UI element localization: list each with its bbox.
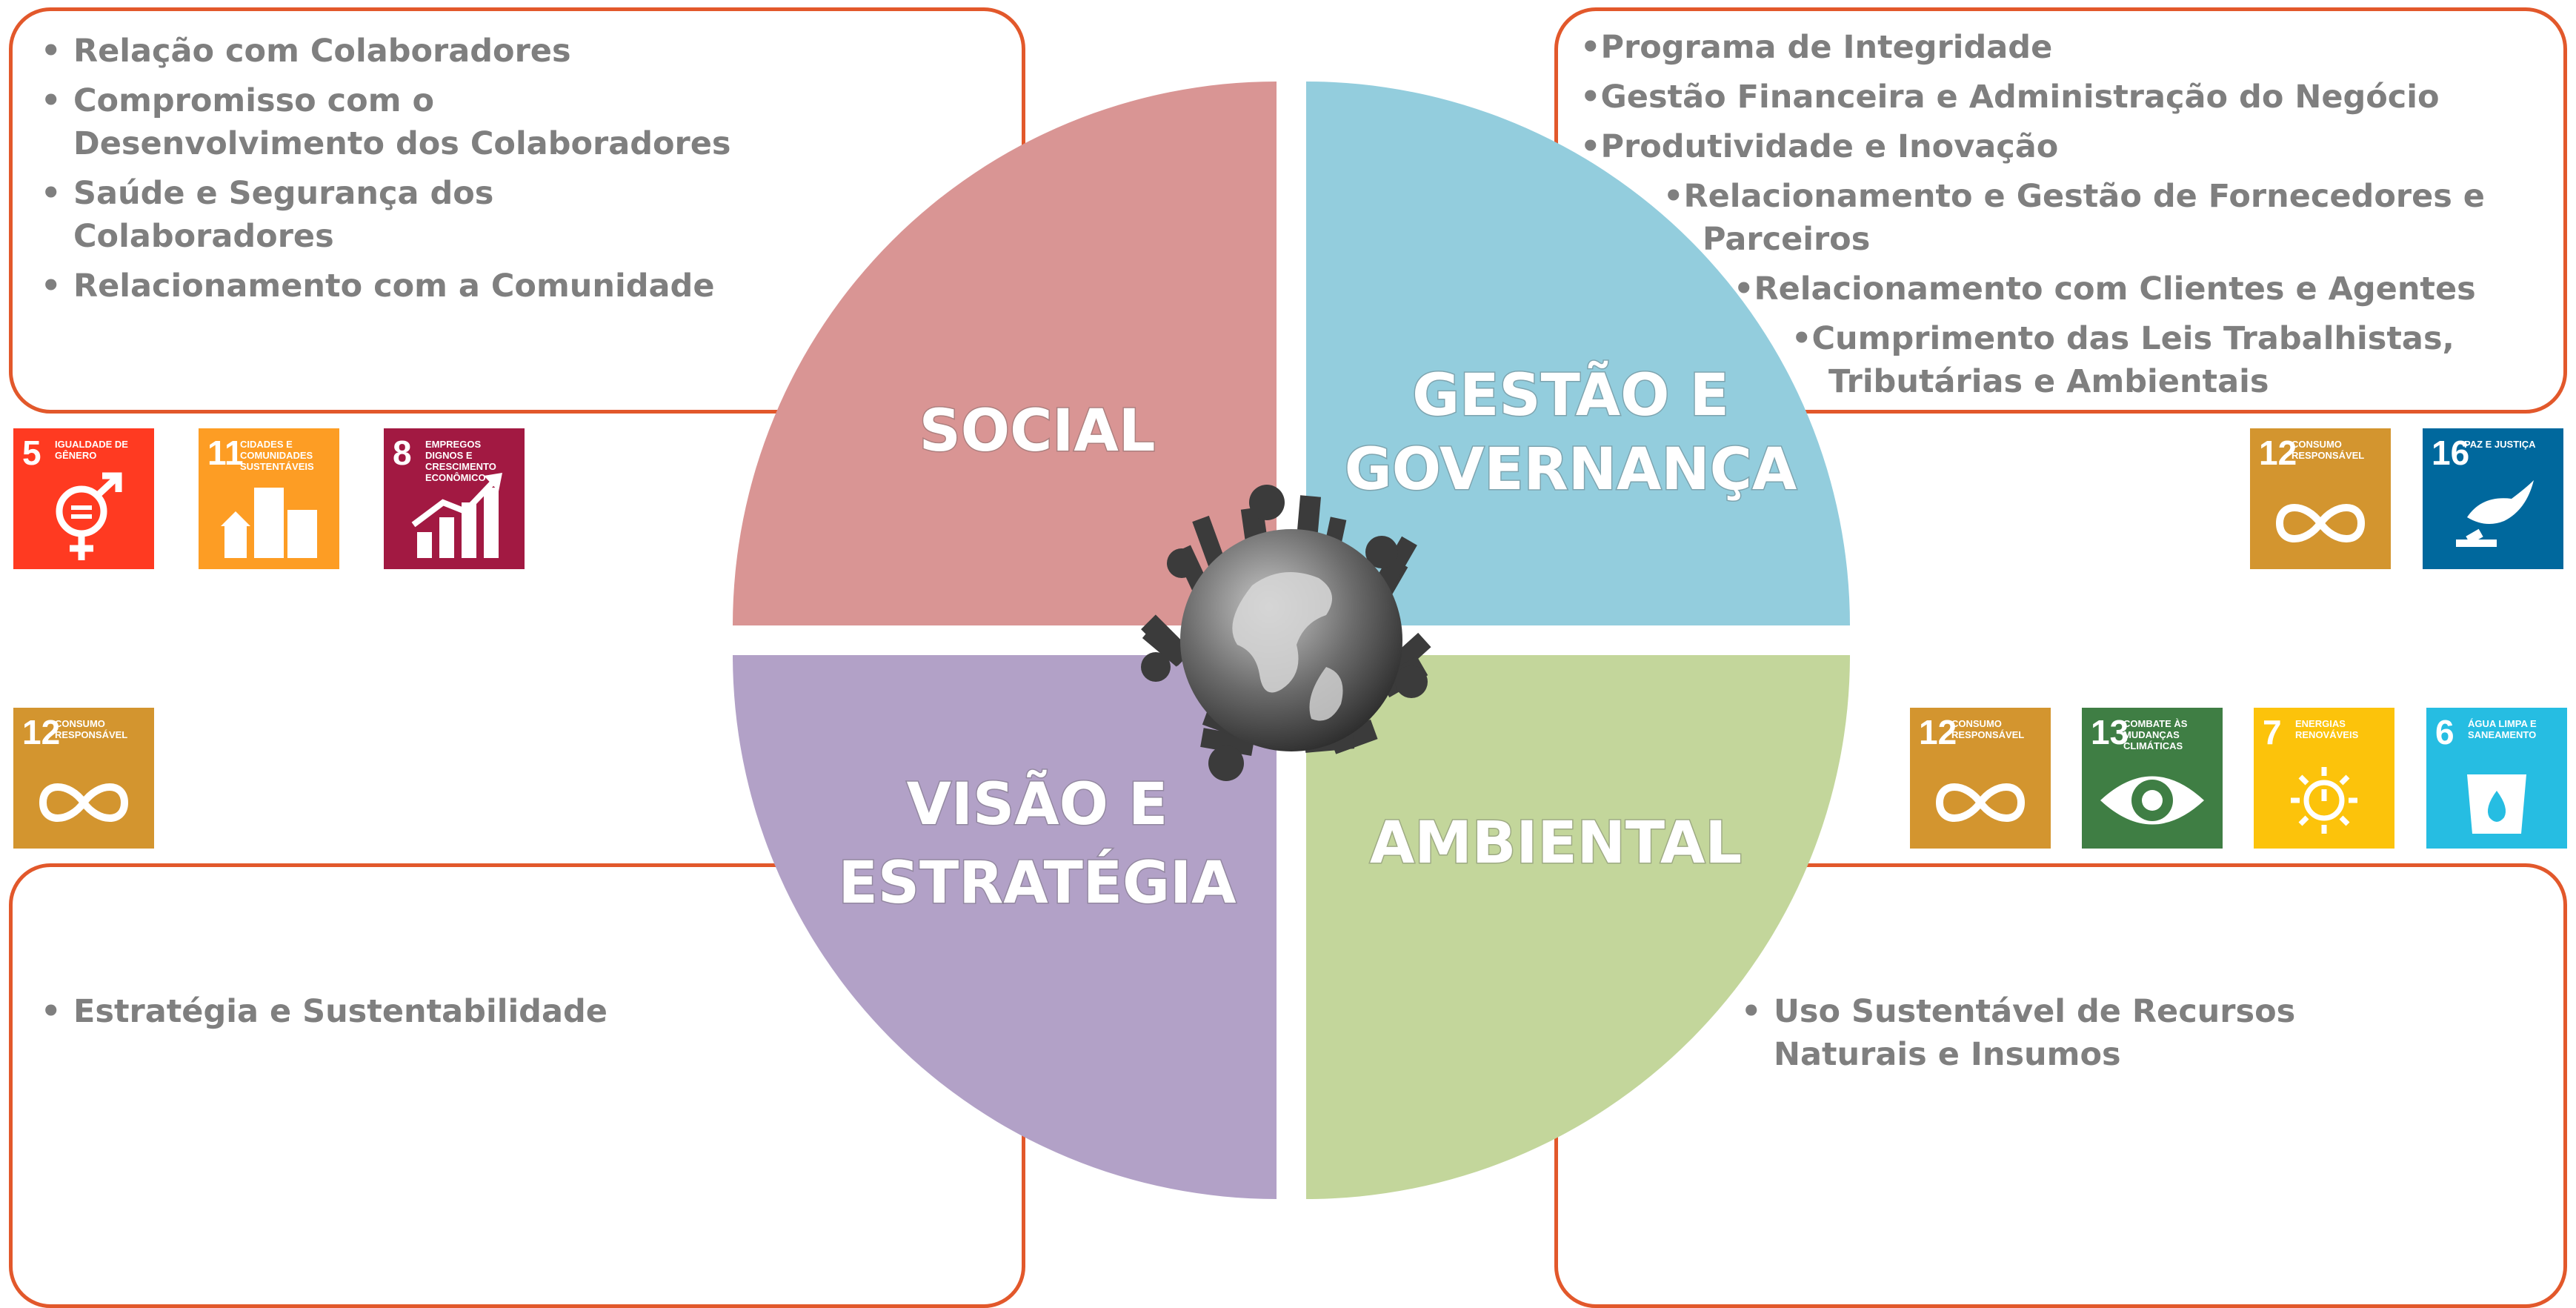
list-item: Relacionamento com a Comunidade: [41, 265, 752, 308]
sdg-number: 13: [2091, 713, 2129, 751]
list-item-continuation: Parceiros: [1703, 221, 1871, 258]
gestao-quadrant: [1306, 82, 1850, 625]
sdg-label: Cidades e comunidades sustentáveis: [240, 439, 314, 472]
sun-power-icon: [2291, 767, 2357, 834]
sdg-label: Consumo responsável: [55, 718, 128, 740]
sdg-8-decent-work: 8 Empregos dignos e crescimento econômic…: [384, 428, 525, 569]
water-drop-icon: [2467, 774, 2526, 834]
sdg-number: 11: [207, 434, 244, 472]
list-item: Compromisso com o Desenvolvimento dos Co…: [41, 79, 752, 165]
sdg-number: 16: [2432, 434, 2470, 472]
visao-label-line1: VISÃO E: [907, 770, 1168, 838]
sdg-number: 12: [2259, 434, 2297, 472]
sdg-13-climate-action: 13 Combate às mudanças climáticas: [2082, 708, 2223, 849]
gestao-label-line1: GESTÃO E: [1412, 361, 1729, 429]
sdg-16-peace-justice: 16 Paz e justiça: [2423, 428, 2563, 569]
sdg-label: Consumo responsável: [1951, 718, 2025, 740]
sdg-label: Água limpa e saneamento: [2468, 718, 2537, 740]
sdg-label: Combate às mudanças climáticas: [2123, 718, 2188, 751]
ambiental-quadrant: [1306, 655, 1850, 1199]
list-item: •Relacionamento e Gestão de Fornecedores…: [1663, 178, 2485, 215]
list-item: •Gestão Financeira e Administração do Ne…: [1580, 79, 2440, 116]
gestao-label-line2: GOVERNANÇA: [1345, 436, 1797, 503]
ambiental-label: AMBIENTAL: [1370, 810, 1742, 877]
list-item: Estratégia e Sustentabilidade: [41, 990, 708, 1033]
city-icon: [221, 488, 317, 558]
dove-icon: [2456, 480, 2534, 547]
visao-topics: Estratégia e Sustentabilidade: [41, 990, 708, 1040]
globe-city-icon: [1141, 485, 1431, 781]
quadrant-diagram: SOCIAL GESTÃO E GOVERNANÇA VISÃO E ESTRA…: [733, 82, 1850, 1199]
sdg-label: Igualdade de gênero: [55, 439, 128, 461]
visao-label-line2: ESTRATÉGIA: [839, 849, 1237, 917]
sdg-7-clean-energy: 7 Energias renováveis: [2254, 708, 2394, 849]
list-item: •Programa de Integridade: [1580, 29, 2053, 66]
gender-equality-icon: [56, 472, 122, 560]
social-quadrant: [733, 82, 1277, 625]
list-item: •Cumprimento das Leis Trabalhistas,: [1791, 320, 2454, 357]
sdg-label: Paz e justiça: [2464, 439, 2536, 450]
eye-globe-icon: [2100, 776, 2204, 825]
sdg-number: 5: [22, 434, 41, 472]
sdg-label: Energias renováveis: [2295, 718, 2359, 740]
list-item: •Relacionamento com Clientes e Agentes: [1734, 270, 2476, 308]
sdg-11-sustainable-cities: 11 Cidades e comunidades sustentáveis: [199, 428, 339, 569]
sdg-5-gender-equality: 5 Igualdade de gênero: [13, 428, 154, 569]
sdg-number: 8: [393, 434, 412, 472]
sdg-6-clean-water: 6 Água limpa e saneamento: [2426, 708, 2567, 849]
sdg-12-responsible-consumption: 12 Consumo responsável: [1910, 708, 2051, 849]
list-item: Uso Sustentável de Recursos Naturais e I…: [1741, 990, 2445, 1076]
visao-quadrant: [733, 655, 1277, 1199]
sdg-number: 12: [22, 713, 61, 751]
gestao-topics: •Programa de Integridade •Gestão Finance…: [0, 0, 2576, 415]
sdg-number: 6: [2435, 713, 2454, 751]
ambiental-topics: Uso Sustentável de Recursos Naturais e I…: [1741, 990, 2445, 1083]
list-item-continuation: Tributárias e Ambientais: [1828, 363, 2269, 400]
infinity-icon: [1935, 783, 2026, 822]
sdg-number: 12: [1919, 713, 1957, 751]
growth-chart-icon: [411, 473, 502, 558]
sdg-12-responsible-consumption: 12 Consumo responsável: [2250, 428, 2391, 569]
sdg-number: 7: [2263, 713, 2282, 751]
infinity-icon: [2275, 504, 2366, 542]
social-label: SOCIAL: [919, 398, 1156, 465]
social-topics: Relação com Colaboradores Compromisso co…: [41, 30, 752, 314]
list-item: Saúde e Segurança dos Colaboradores: [41, 172, 533, 258]
infinity-icon: [39, 783, 129, 822]
list-item: Relação com Colaboradores: [41, 30, 752, 73]
sdg-label: Empregos dignos e crescimento econômico: [425, 439, 496, 483]
sdg-12-responsible-consumption: 12 Consumo responsável: [13, 708, 154, 849]
sdg-label: Consumo responsável: [2292, 439, 2365, 461]
